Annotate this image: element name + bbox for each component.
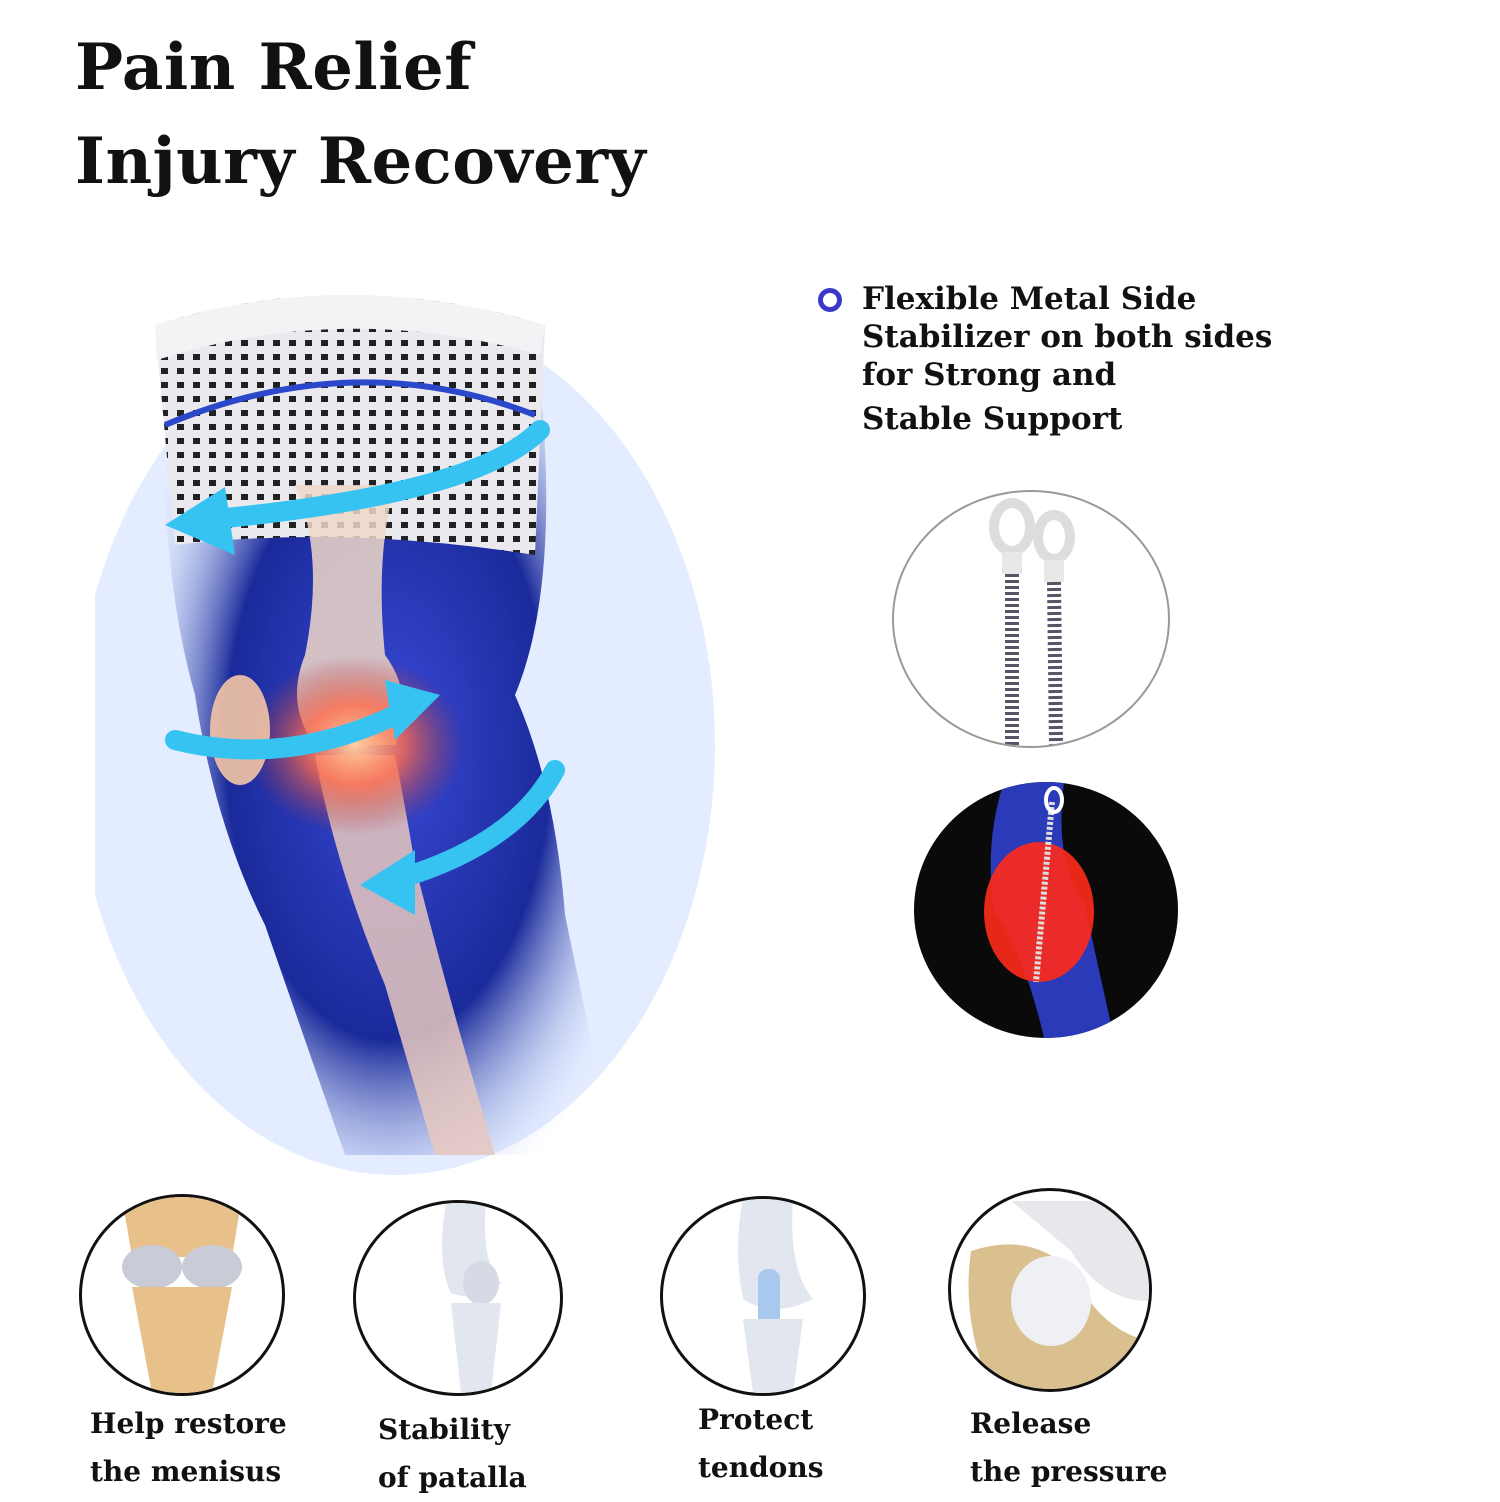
headline-pain-relief: Pain Relief [75, 30, 473, 105]
benefit-line: the pressure [970, 1455, 1168, 1488]
metal-stabilizer-feature: Flexible Metal Side Stabilizer on both s… [818, 280, 1378, 438]
arrow-head-1 [165, 487, 235, 555]
tibia-bone [315, 755, 495, 1155]
spring-rods-thumbnail [892, 490, 1170, 748]
feature-line: Stabilizer on both sides [862, 319, 1273, 355]
spring-rod-right [1033, 510, 1075, 746]
benefit-line: tendons [698, 1451, 824, 1484]
benefit-line: Stability [378, 1413, 510, 1446]
feature-line: Flexible Metal Side [862, 281, 1197, 317]
feature-line: Stable Support [862, 401, 1123, 437]
benefit-line: Release [970, 1407, 1092, 1440]
benefit-line: Protect [698, 1403, 814, 1436]
benefit-line: of patalla [378, 1461, 527, 1494]
headline-injury-recovery: Injury Recovery [75, 124, 647, 199]
leg-stabilizer-thumbnail [914, 782, 1178, 1038]
compression-arrows [165, 420, 565, 890]
feature-text: Flexible Metal Side Stabilizer on both s… [862, 280, 1272, 438]
benefit-line: Help restore [90, 1407, 287, 1440]
patella-illustration [353, 1200, 563, 1396]
knee-sleeve-illustration [95, 295, 715, 1175]
bullet-icon [818, 288, 842, 312]
arrow-head-3 [360, 850, 415, 915]
meniscus-illustration [79, 1194, 285, 1396]
sleeve-top [155, 295, 545, 555]
benefit-line: the menisus [90, 1455, 282, 1488]
joint-pressure-illustration [948, 1188, 1152, 1392]
spring-rod-left [989, 498, 1035, 746]
feature-line: for Strong and [862, 357, 1117, 393]
arrow-head-2 [385, 680, 440, 740]
tendon-illustration [660, 1196, 866, 1396]
